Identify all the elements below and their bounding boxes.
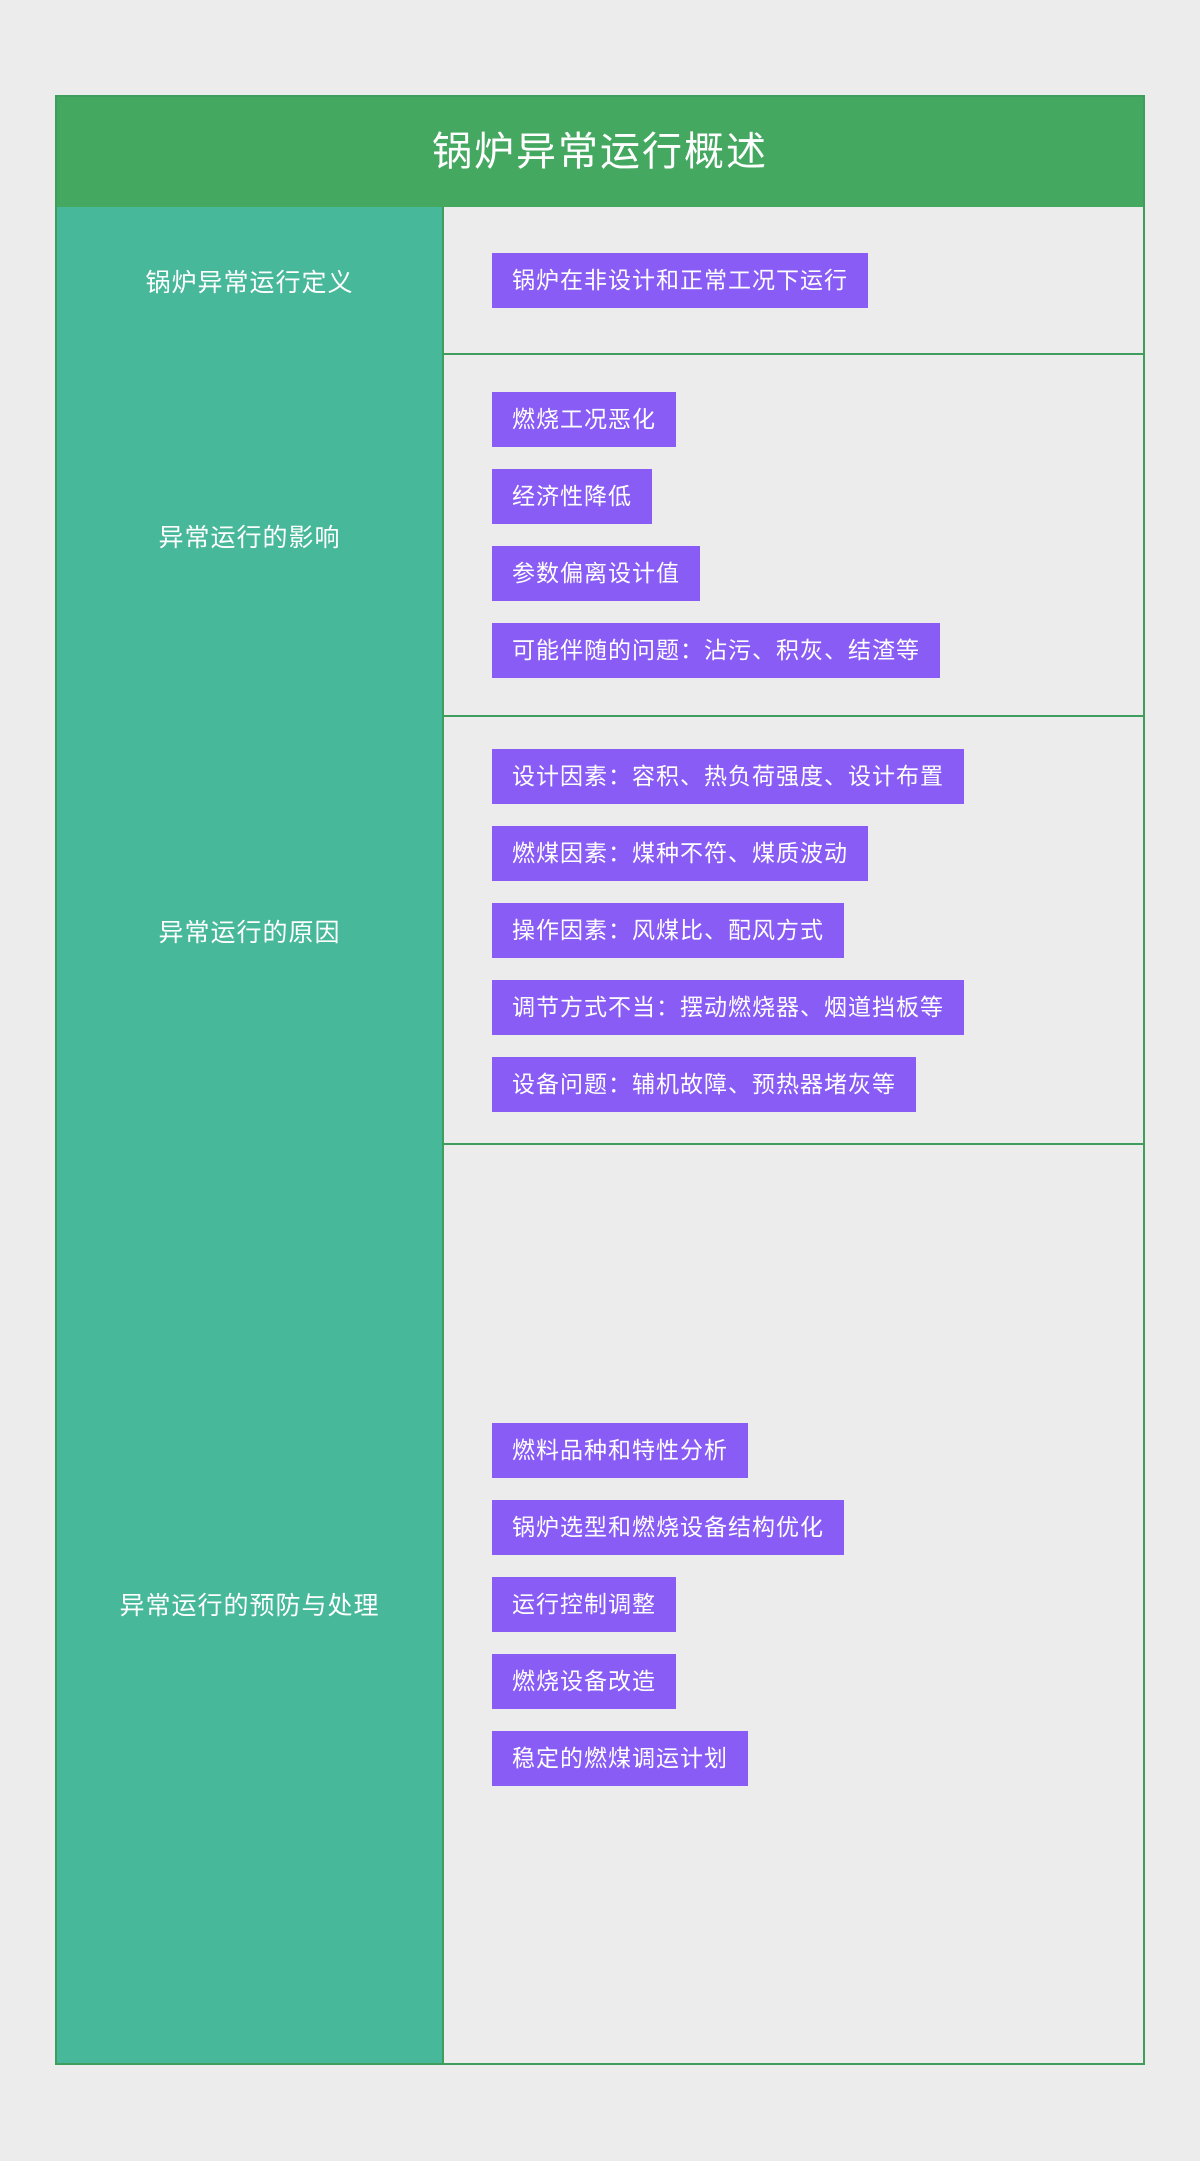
list-item: 参数偏离设计值 [492,546,700,601]
list-item: 稳定的燃煤调运计划 [492,1730,748,1786]
section-label-column: 锅炉异常运行定义 异常运行的影响 异常运行的原因 异常运行的预防与处理 [57,207,444,2063]
diagram-title: 锅炉异常运行概述 [432,130,768,174]
list-item: 锅炉选型和燃烧设备结构优化 [492,1499,844,1555]
list-item: 设计因素：容积、热负荷强度、设计布置 [492,748,964,804]
list-item: 运行控制调整 [492,1576,676,1632]
diagram-root: 锅炉异常运行概述 锅炉异常运行定义 异常运行的影响 异常运行的原因 异常运行的预… [55,95,1145,2065]
section-label-prevention: 异常运行的预防与处理 [119,1592,380,1620]
section-content-causes: 设计因素：容积、热负荷强度、设计布置 燃煤因素：煤种不符、煤质波动 操作因素：风… [444,717,1143,1145]
diagram-header: 锅炉异常运行概述 [57,97,1143,207]
list-item: 锅炉在非设计和正常工况下运行 [492,252,868,308]
list-item: 燃煤因素：煤种不符、煤质波动 [492,825,868,881]
section-content-column: 锅炉在非设计和正常工况下运行 燃烧工况恶化 经济性降低 参数偏离设计值 可能伴随… [444,207,1143,2063]
list-item: 燃烧工况恶化 [492,392,676,447]
section-label-causes: 异常运行的原因 [158,919,341,947]
section-label-effects: 异常运行的影响 [158,524,341,552]
section-content-definition: 锅炉在非设计和正常工况下运行 [444,207,1143,355]
list-item: 可能伴随的问题：沾污、积灰、结渣等 [492,623,940,678]
section-label-definition: 锅炉异常运行定义 [145,269,354,297]
list-item: 燃烧设备改造 [492,1653,676,1709]
list-item: 操作因素：风煤比、配风方式 [492,902,844,958]
list-item: 燃料品种和特性分析 [492,1422,748,1478]
list-item: 设备问题：辅机故障、预热器堵灰等 [492,1056,916,1112]
diagram-body: 锅炉异常运行定义 异常运行的影响 异常运行的原因 异常运行的预防与处理 锅炉在非… [57,207,1143,2063]
section-content-prevention: 燃料品种和特性分析 锅炉选型和燃烧设备结构优化 运行控制调整 燃烧设备改造 稳定… [444,1145,1143,2063]
section-content-effects: 燃烧工况恶化 经济性降低 参数偏离设计值 可能伴随的问题：沾污、积灰、结渣等 [444,355,1143,717]
list-item: 调节方式不当：摆动燃烧器、烟道挡板等 [492,979,964,1035]
list-item: 经济性降低 [492,469,652,524]
